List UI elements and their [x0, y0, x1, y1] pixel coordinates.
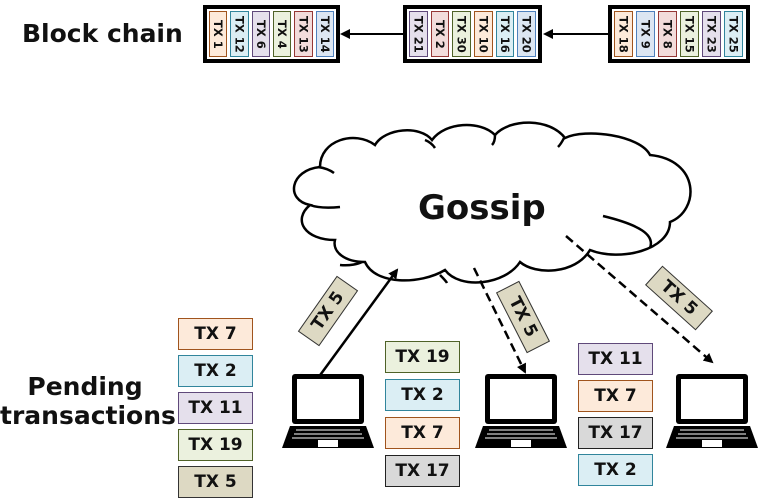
block-transaction: TX 8 [658, 11, 677, 57]
block-transaction: TX 15 [680, 11, 699, 57]
block-transaction-label: TX 10 [476, 15, 491, 53]
block-transaction: TX 30 [452, 11, 472, 57]
pending-transaction: TX 19 [385, 341, 460, 373]
block-transaction: TX 1 [209, 11, 228, 57]
block-transaction: TX 16 [495, 11, 515, 57]
gossip-arrow-outgoing [316, 268, 399, 379]
block-transaction-label: TX 18 [616, 15, 631, 53]
block-transaction-label: TX 15 [682, 15, 697, 53]
block-transaction: TX 6 [251, 11, 270, 57]
pending-transaction: TX 19 [178, 429, 253, 461]
gossip-cloud [292, 121, 692, 284]
block-transaction-label: TX 14 [317, 15, 332, 53]
block-transaction: TX 18 [614, 11, 633, 57]
block-transaction: TX 14 [315, 11, 334, 57]
pending-transaction: TX 11 [178, 392, 253, 424]
block-transaction-label: TX 20 [519, 15, 534, 53]
block-transaction: TX 23 [702, 11, 721, 57]
laptop-node-3-icon [666, 374, 758, 448]
pending-transaction: TX 17 [578, 417, 653, 449]
block-transaction-label: TX 2 [433, 19, 447, 49]
pending-transaction: TX 2 [385, 379, 460, 411]
block-transaction: TX 4 [272, 11, 292, 57]
block-1: TX 21 TX 2 TX 30 TX 10 TX 16 TX 20 [403, 5, 542, 63]
laptop-node-2-icon [475, 374, 567, 448]
block-chain-label: Block chain [22, 19, 183, 48]
pending-transactions-label: Pending transactions [0, 372, 176, 430]
block-transaction-label: TX 21 [411, 15, 426, 53]
gossip-arrow-incoming-1 [472, 267, 527, 374]
block-transaction: TX 2 [430, 11, 450, 57]
block-transaction-label: TX 12 [232, 15, 247, 53]
gossip-arrow-incoming-2 [565, 235, 714, 364]
block-transaction-label: TX 30 [454, 15, 469, 53]
block-transaction-label: TX 23 [704, 15, 719, 53]
block-transaction: TX 13 [294, 11, 313, 57]
block-transaction: TX 21 [409, 11, 428, 57]
block-transaction-label: TX 16 [498, 15, 513, 53]
block-transaction-label: TX 4 [275, 19, 290, 49]
block-transaction: TX 20 [517, 11, 537, 57]
block-transaction-label: TX 6 [253, 19, 268, 49]
pending-transaction: TX 7 [385, 417, 460, 449]
block-2: TX 18 TX 9 TX 8 TX 15 TX 23 TX 25 [608, 5, 750, 63]
pending-transaction: TX 17 [385, 455, 460, 487]
block-transaction: TX 25 [724, 11, 743, 57]
pending-transaction: TX 7 [578, 380, 653, 412]
block-transaction-label: TX 25 [726, 15, 741, 53]
laptop-node-1-icon [282, 374, 374, 448]
block-0: TX 1 TX 12 TX 6 TX 4 TX 13 TX 14 [203, 5, 340, 63]
pending-transaction: TX 7 [178, 318, 253, 350]
gossip-label: Gossip [418, 188, 546, 228]
block-transaction-label: TX 1 [211, 19, 226, 49]
pending-transaction: TX 2 [178, 355, 253, 387]
block-transaction: TX 9 [636, 11, 655, 57]
pending-transaction: TX 5 [178, 466, 253, 498]
pending-transaction: TX 11 [578, 343, 653, 375]
pending-transaction: TX 2 [578, 454, 653, 486]
block-transaction: TX 10 [474, 11, 493, 57]
block-transaction-label: TX 9 [638, 19, 653, 49]
block-transaction: TX 12 [230, 11, 249, 57]
block-transaction-label: TX 13 [296, 15, 311, 53]
block-transaction-label: TX 8 [660, 19, 675, 49]
